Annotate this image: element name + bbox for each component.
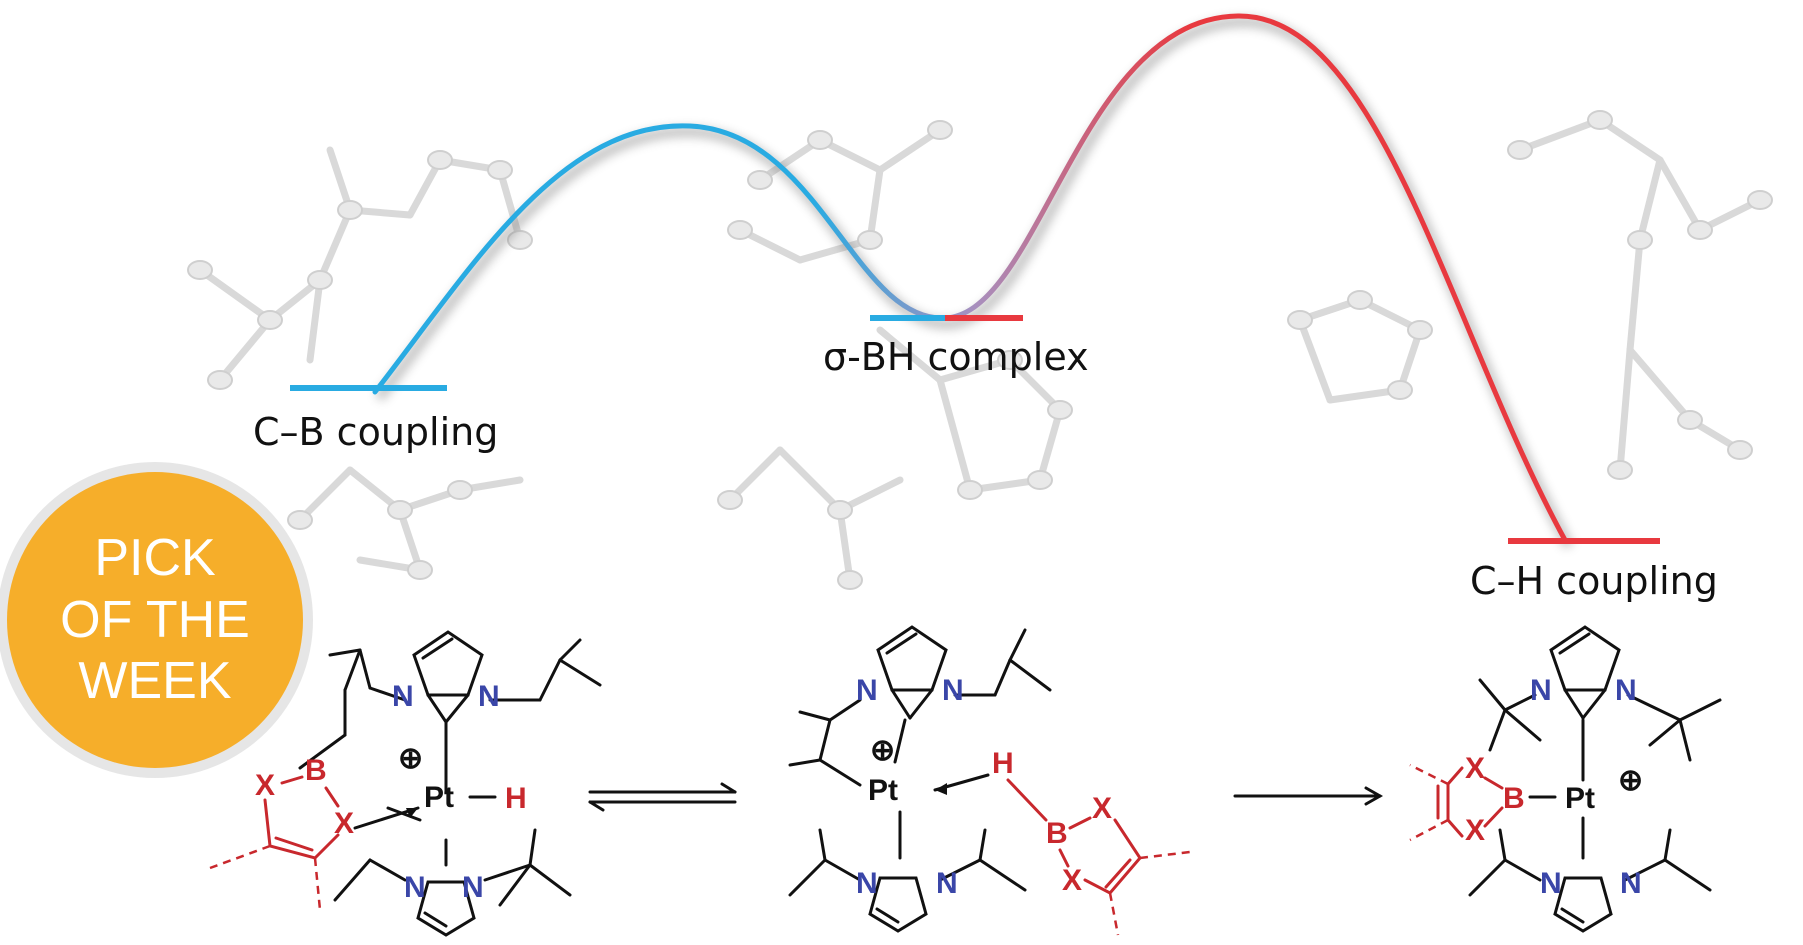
atom-n-1: N xyxy=(392,680,414,713)
atom-b-middle: B xyxy=(1046,817,1068,850)
atom-x-left-2: X xyxy=(334,807,354,840)
equilibrium-arrow xyxy=(588,782,737,812)
energy-path-shadow xyxy=(375,16,1574,549)
atom-b-left: B xyxy=(305,754,327,787)
charge-right: ⊕ xyxy=(1618,764,1643,797)
badge-line-2: OF THE xyxy=(60,591,250,649)
atom-n-5: N xyxy=(856,674,878,707)
atom-n-2: N xyxy=(478,680,500,713)
atom-pt-right: Pt xyxy=(1565,782,1595,815)
atom-x-left-1: X xyxy=(255,769,275,802)
crystal-structure-middle xyxy=(717,120,1073,590)
atom-n-9: N xyxy=(1530,674,1552,707)
badge-line-1: PICK xyxy=(94,529,216,587)
label-ch-coupling: C–H coupling xyxy=(1470,559,1718,603)
atom-n-11: N xyxy=(1540,867,1562,900)
forward-arrow xyxy=(1233,786,1384,806)
atom-n-4: N xyxy=(462,871,484,904)
atom-n-12: N xyxy=(1620,867,1642,900)
atom-x-right-1: X xyxy=(1465,752,1485,785)
label-cb-coupling: C–B coupling xyxy=(253,410,498,454)
label-sigma-bh-complex: σ-BH complex xyxy=(823,335,1089,379)
atom-pt-left: Pt xyxy=(424,781,454,814)
atom-x-middle-1: X xyxy=(1092,792,1112,825)
atom-n-8: N xyxy=(936,867,958,900)
atom-pt-middle: Pt xyxy=(868,774,898,807)
atom-n-10: N xyxy=(1615,674,1637,707)
atom-x-right-2: X xyxy=(1465,814,1485,847)
molecule-middle: N N ⊕ Pt H B X X N N xyxy=(788,625,1191,936)
atom-h-left: H xyxy=(505,782,527,815)
badge-line-3: WEEK xyxy=(78,652,231,710)
atom-n-6: N xyxy=(942,674,964,707)
atom-n-3: N xyxy=(404,871,426,904)
charge-middle: ⊕ xyxy=(870,734,895,767)
pick-of-the-week-badge: PICK OF THE WEEK xyxy=(0,462,313,778)
atom-b-right: B xyxy=(1503,782,1525,815)
energy-path xyxy=(372,13,1568,543)
crystal-structure-left xyxy=(187,146,533,580)
molecule-left: N N Pt ⊕ H X B X N N xyxy=(209,630,602,937)
molecule-right: N N Pt ⊕ B X X N N xyxy=(1409,625,1722,933)
atom-n-7: N xyxy=(856,867,878,900)
crystal-structure-right xyxy=(1287,110,1773,480)
charge-left: ⊕ xyxy=(398,742,423,775)
atom-x-middle-2: X xyxy=(1062,864,1082,897)
atom-h-middle: H xyxy=(992,747,1014,780)
